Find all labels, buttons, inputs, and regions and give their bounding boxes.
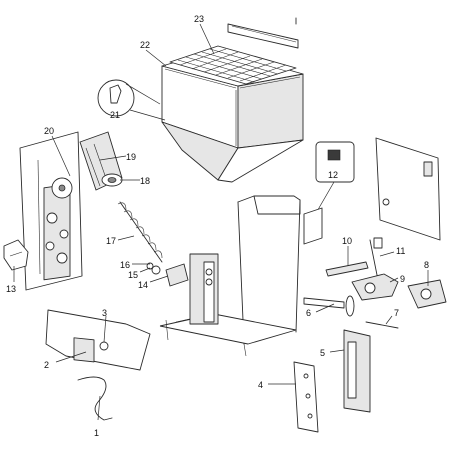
rod-7 [365, 321, 399, 329]
bracket-4 [293, 361, 319, 433]
fuel-rod-10 [325, 261, 369, 277]
auger-screw [117, 201, 163, 263]
pump-9 [351, 273, 399, 301]
callout-23: 23 [194, 14, 204, 24]
callout-19: 19 [126, 152, 136, 162]
callout-11: 11 [396, 246, 405, 256]
callout-17: 17 [106, 236, 116, 246]
front-control-panel [45, 309, 151, 371]
callout-6: 6 [306, 308, 311, 318]
tank-5 [343, 329, 371, 413]
auger-motor [146, 262, 189, 287]
side-panel [19, 131, 83, 291]
detail-bubble-12 [311, 141, 355, 221]
callout-16: 16 [120, 260, 130, 270]
cable-1 [77, 376, 113, 421]
callout-13: 13 [6, 284, 16, 294]
inlet-bracket [303, 207, 323, 245]
pipe-6 [303, 295, 355, 317]
callout-9: 9 [400, 274, 405, 284]
callout-8: 8 [424, 260, 429, 270]
callout-4: 4 [258, 380, 263, 390]
callout-3: 3 [102, 308, 107, 318]
leader-lines [13, 23, 429, 421]
hopper-grid-lid [169, 17, 299, 85]
callout-14: 14 [138, 280, 148, 290]
callout-18: 18 [140, 176, 150, 186]
callout-2: 2 [44, 360, 49, 370]
rear-panel [375, 137, 441, 241]
valve-11 [369, 237, 383, 281]
callout-21: 21 [110, 110, 120, 120]
callout-15: 15 [128, 270, 138, 280]
callout-5: 5 [320, 348, 325, 358]
callout-labels: 1 2 3 4 5 6 7 8 9 10 11 12 13 14 15 16 1… [6, 14, 429, 438]
callout-7: 7 [394, 308, 399, 318]
boiler-frame [159, 195, 301, 357]
callout-22: 22 [140, 40, 150, 50]
callout-20: 20 [44, 126, 54, 136]
control-box-13 [3, 239, 29, 271]
callout-12: 12 [328, 170, 338, 180]
pump-8 [407, 279, 447, 309]
callout-1: 1 [94, 428, 99, 438]
detail-bubble-21 [97, 79, 166, 121]
callout-10: 10 [342, 236, 352, 246]
flange-18 [101, 173, 123, 187]
